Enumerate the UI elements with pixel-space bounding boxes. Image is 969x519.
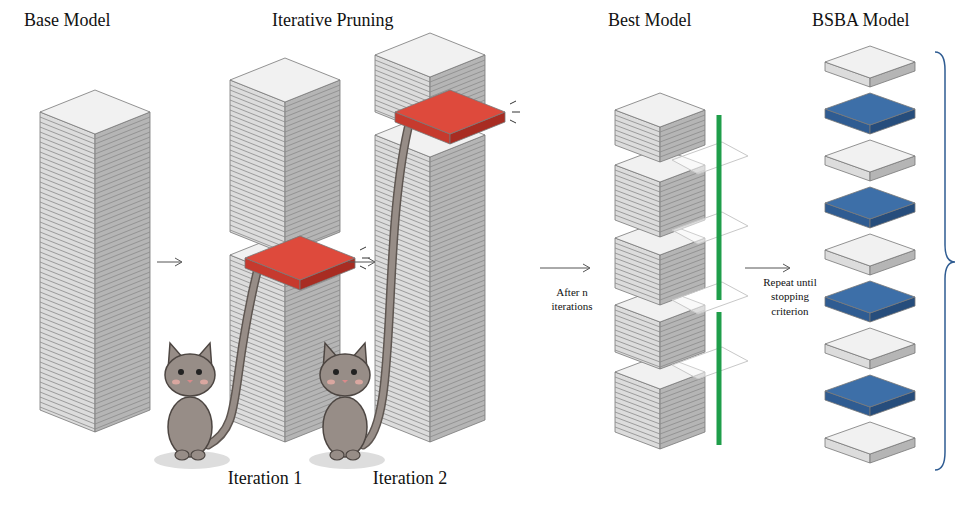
step-note: Repeat until stopping criterion — [757, 273, 823, 320]
stage-heading: Iterative Pruning — [272, 10, 393, 31]
iteration-label: Iteration 2 — [373, 468, 447, 489]
stage-heading: Base Model — [24, 10, 110, 31]
stage-heading: BSBA Model — [812, 10, 910, 31]
stage-heading: Best Model — [608, 10, 692, 31]
iteration-label: Iteration 1 — [228, 468, 302, 489]
step-note: After n iterations — [543, 283, 601, 316]
